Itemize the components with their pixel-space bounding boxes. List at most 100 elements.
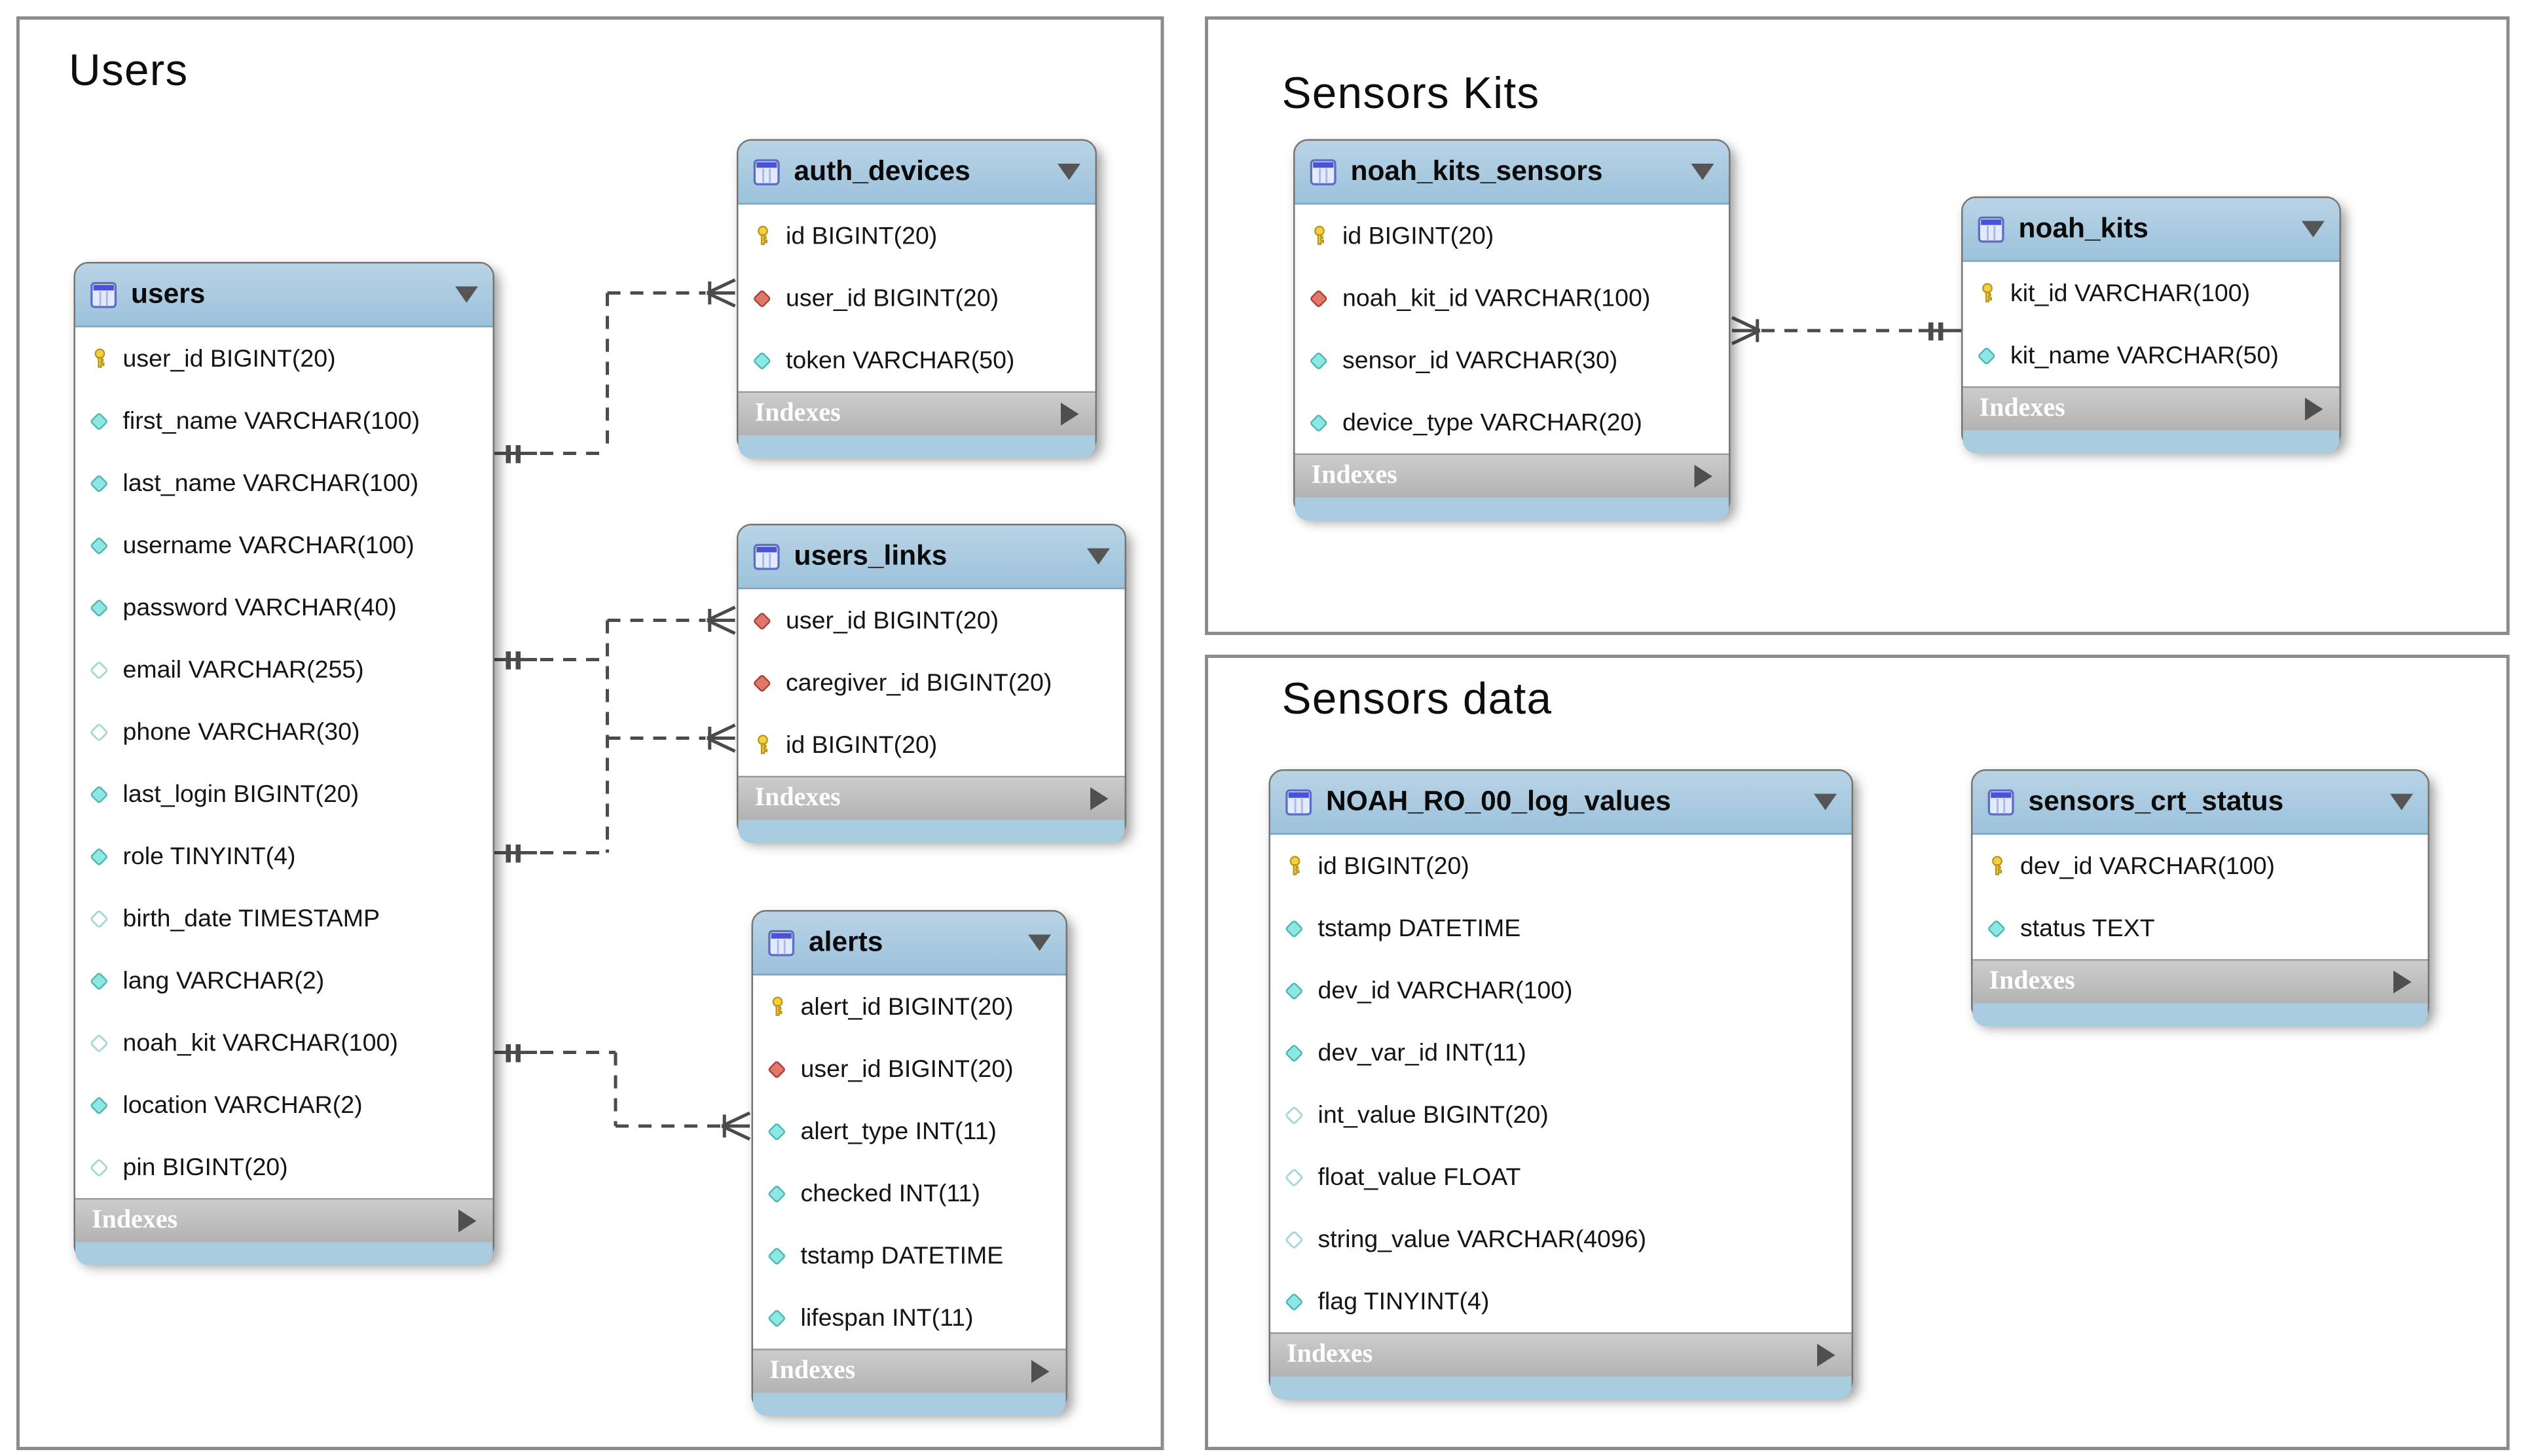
column-row[interactable]: user_id BIGINT(20) (738, 266, 1096, 329)
column-row[interactable]: string_value VARCHAR(4096) (1270, 1208, 1852, 1270)
primary-key-icon (750, 733, 775, 757)
relationship-line-segment[interactable] (616, 1124, 720, 1128)
column-row[interactable]: dev_id VARCHAR(100) (1270, 959, 1852, 1021)
dropdown-triangle-icon[interactable] (2390, 793, 2413, 810)
column-label: birth_date TIMESTAMP (122, 904, 380, 932)
table-header[interactable]: noah_kits (1963, 198, 2340, 262)
column-row[interactable]: float_value FLOAT (1270, 1146, 1852, 1208)
column-row[interactable]: user_id BIGINT(20) (75, 327, 493, 390)
relationship-line-segment[interactable] (607, 291, 706, 295)
expand-triangle-icon[interactable] (2305, 397, 2323, 421)
column-row[interactable]: noah_kit_id VARCHAR(100) (1295, 266, 1729, 329)
indexes-section[interactable]: Indexes (1295, 453, 1729, 498)
relationship-line-segment[interactable] (494, 1051, 616, 1054)
indexes-section[interactable]: Indexes (1972, 959, 2428, 1004)
indexes-section[interactable]: Indexes (75, 1198, 493, 1243)
relationship-line-segment[interactable] (614, 1052, 617, 1126)
table-header[interactable]: alerts (753, 911, 1066, 975)
column-row[interactable]: id BIGINT(20) (1295, 204, 1729, 267)
dropdown-triangle-icon[interactable] (455, 286, 478, 303)
column-row[interactable]: token VARCHAR(50) (738, 329, 1096, 391)
expand-triangle-icon[interactable] (1061, 403, 1079, 426)
table-header[interactable]: users_links (738, 525, 1125, 589)
column-row[interactable]: kit_id VARCHAR(100) (1963, 262, 2340, 324)
expand-triangle-icon[interactable] (1090, 787, 1109, 810)
cardinality-many-icon (1731, 313, 1763, 357)
indexes-section[interactable]: Indexes (738, 776, 1125, 820)
table-header[interactable]: auth_devices (738, 141, 1096, 205)
column-row[interactable]: birth_date TIMESTAMP (75, 887, 493, 949)
column-row[interactable]: id BIGINT(20) (738, 204, 1096, 267)
column-row[interactable]: username VARCHAR(100) (75, 514, 493, 576)
dropdown-triangle-icon[interactable] (2302, 221, 2325, 238)
column-row[interactable]: last_name VARCHAR(100) (75, 452, 493, 514)
expand-triangle-icon[interactable] (2393, 970, 2412, 994)
dropdown-triangle-icon[interactable] (1087, 548, 1110, 565)
column-row[interactable]: status TEXT (1972, 897, 2428, 959)
column-label: noah_kit_id VARCHAR(100) (1342, 283, 1651, 312)
column-row[interactable]: lifespan INT(11) (753, 1286, 1066, 1349)
column-row[interactable]: password VARCHAR(40) (75, 576, 493, 638)
column-row[interactable]: int_value BIGINT(20) (1270, 1083, 1852, 1146)
dropdown-triangle-icon[interactable] (1058, 164, 1080, 180)
column-row[interactable]: pin BIGINT(20) (75, 1136, 493, 1198)
indexes-section[interactable]: Indexes (1963, 386, 2340, 431)
column-icon (87, 409, 112, 433)
relationship-line-segment[interactable] (1761, 329, 1919, 333)
expand-triangle-icon[interactable] (1817, 1343, 1835, 1367)
column-row[interactable]: kit_name VARCHAR(50) (1963, 324, 2340, 386)
column-row[interactable]: first_name VARCHAR(100) (75, 390, 493, 452)
column-row[interactable]: flag TINYINT(4) (1270, 1270, 1852, 1332)
table-header[interactable]: sensors_crt_status (1972, 771, 2428, 835)
column-row[interactable]: user_id BIGINT(20) (738, 589, 1125, 651)
dropdown-triangle-icon[interactable] (1691, 164, 1714, 180)
relationship-line-segment[interactable] (606, 293, 609, 454)
dropdown-triangle-icon[interactable] (1814, 793, 1837, 810)
relationship-line-segment[interactable] (607, 737, 706, 740)
relationship-line-segment[interactable] (607, 619, 706, 622)
relationship-line-segment[interactable] (494, 452, 608, 455)
column-row[interactable]: email VARCHAR(255) (75, 638, 493, 701)
table-header[interactable]: noah_kits_sensors (1295, 141, 1729, 205)
table-header[interactable]: users (75, 263, 493, 327)
column-row[interactable]: noah_kit VARCHAR(100) (75, 1011, 493, 1074)
column-row[interactable]: location VARCHAR(2) (75, 1074, 493, 1136)
column-row[interactable]: alert_type INT(11) (753, 1100, 1066, 1162)
column-row[interactable]: user_id BIGINT(20) (753, 1038, 1066, 1100)
column-row[interactable]: dev_id VARCHAR(100) (1972, 835, 2428, 897)
column-row[interactable]: checked INT(11) (753, 1162, 1066, 1224)
column-icon (87, 782, 112, 807)
column-row[interactable]: sensor_id VARCHAR(30) (1295, 329, 1729, 391)
column-row[interactable]: phone VARCHAR(30) (75, 701, 493, 763)
column-row[interactable]: tstamp DATETIME (753, 1224, 1066, 1286)
column-row[interactable]: id BIGINT(20) (738, 714, 1125, 776)
indexes-section[interactable]: Indexes (1270, 1332, 1852, 1377)
indexes-section[interactable]: Indexes (738, 391, 1096, 435)
table-header[interactable]: NOAH_RO_00_log_values (1270, 771, 1852, 835)
relationship-line-segment[interactable] (494, 658, 608, 661)
expand-triangle-icon[interactable] (1694, 465, 1712, 488)
indexes-label: Indexes (754, 784, 841, 812)
column-row[interactable]: alert_id BIGINT(20) (753, 975, 1066, 1038)
expand-triangle-icon[interactable] (458, 1209, 477, 1233)
column-row[interactable]: role TINYINT(4) (75, 825, 493, 887)
expand-triangle-icon[interactable] (1031, 1360, 1050, 1383)
column-row[interactable]: dev_var_id INT(11) (1270, 1021, 1852, 1083)
relationship-line-segment[interactable] (494, 851, 608, 854)
indexes-section[interactable]: Indexes (753, 1349, 1066, 1393)
column-row[interactable]: last_login BIGINT(20) (75, 763, 493, 825)
column-row[interactable]: id BIGINT(20) (1270, 835, 1852, 897)
dropdown-triangle-icon[interactable] (1028, 934, 1051, 951)
column-row[interactable]: tstamp DATETIME (1270, 897, 1852, 959)
column-row[interactable]: device_type VARCHAR(20) (1295, 391, 1729, 454)
column-row[interactable]: lang VARCHAR(2) (75, 949, 493, 1011)
column-row[interactable]: caregiver_id BIGINT(20) (738, 651, 1125, 714)
